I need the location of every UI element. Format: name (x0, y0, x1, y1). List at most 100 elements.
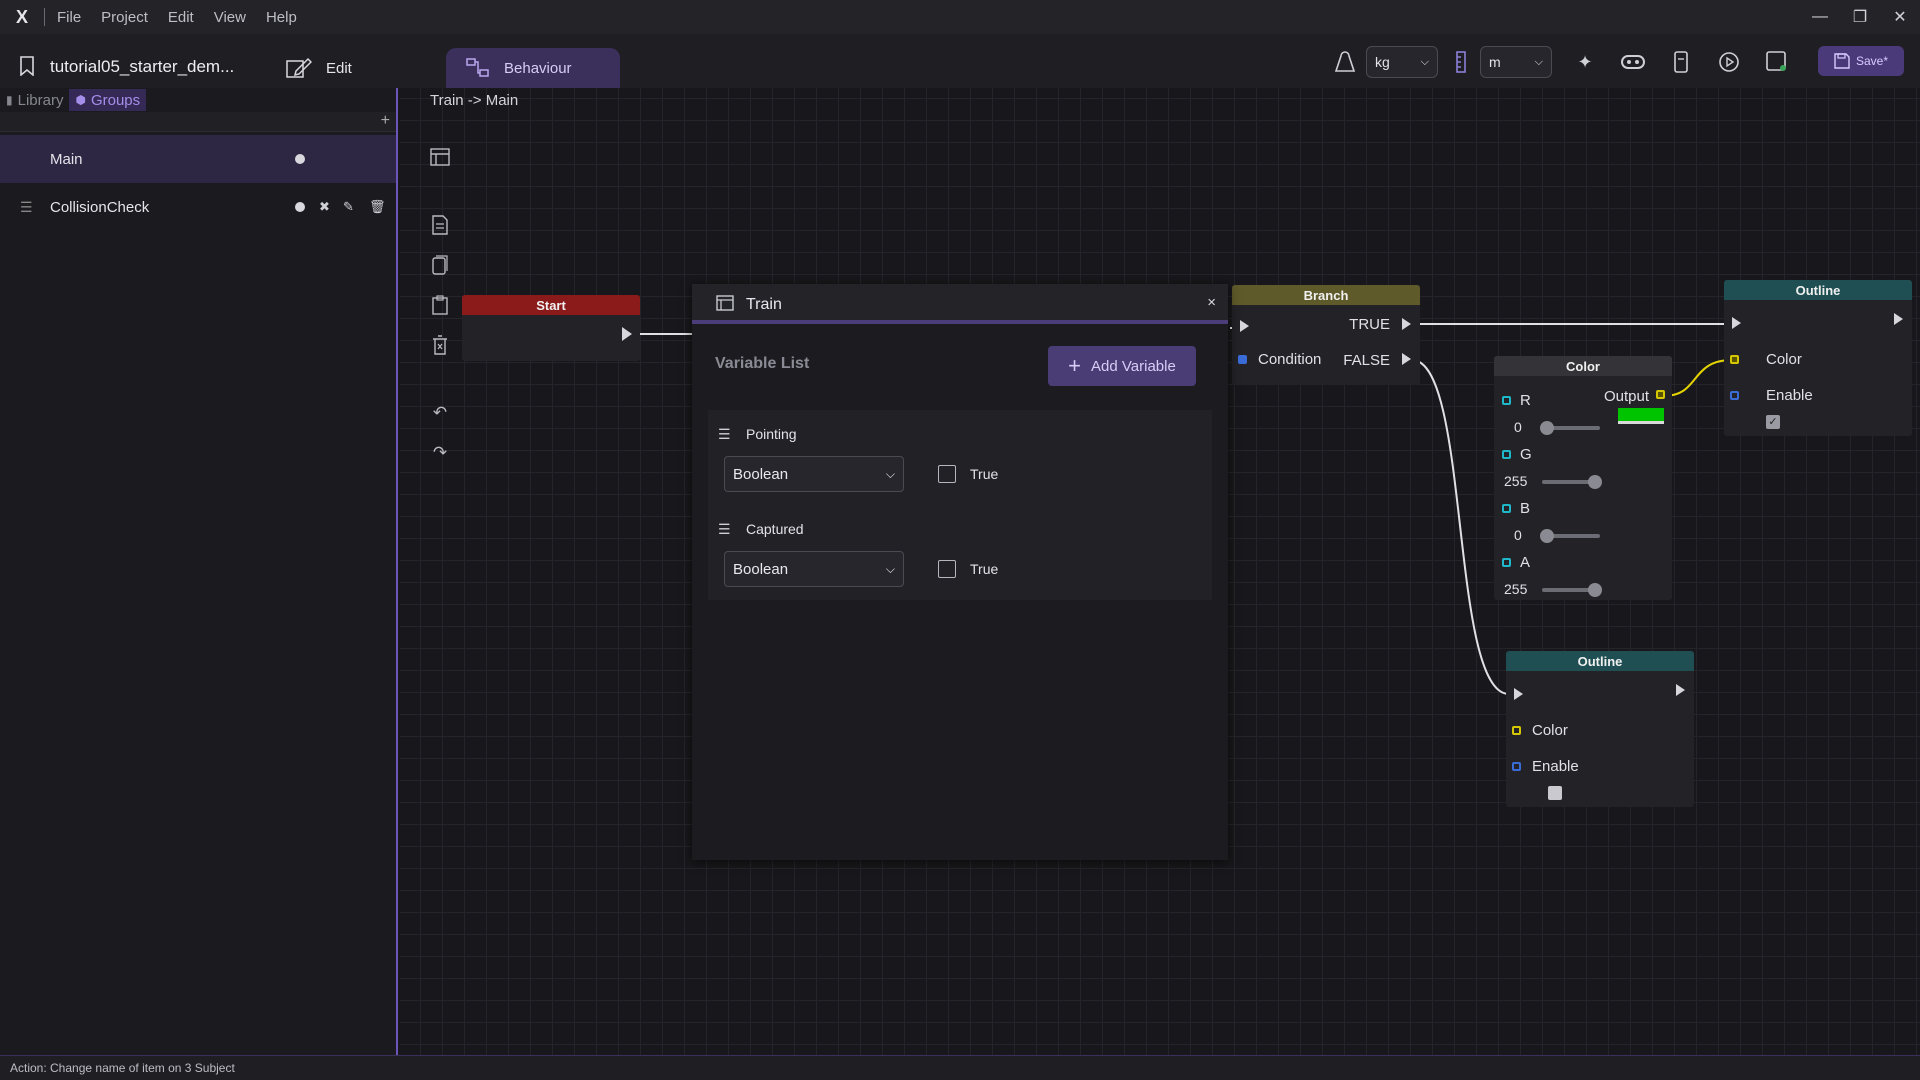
tab-library[interactable]: ▮ Library (0, 89, 69, 111)
menu-file[interactable]: File (57, 8, 82, 26)
color-input-pin[interactable] (1730, 355, 1739, 364)
g-slider[interactable] (1542, 480, 1600, 484)
r-slider-knob[interactable] (1540, 421, 1554, 435)
variable-value-checkbox[interactable] (938, 465, 956, 483)
a-value: 255 (1504, 581, 1528, 597)
copy-icon[interactable] (429, 254, 451, 276)
save-icon (1834, 53, 1850, 69)
minimize-icon[interactable]: — (1812, 8, 1828, 25)
length-unit-value: m (1489, 54, 1501, 70)
tab-groups[interactable]: ⬢ Groups (69, 89, 147, 111)
delete-icon[interactable] (429, 334, 451, 356)
variable-value-checkbox[interactable] (938, 560, 956, 578)
edit-label: Edit (326, 59, 352, 77)
close-window-icon[interactable]: ✕ (1893, 9, 1907, 26)
save-button[interactable]: Save* (1818, 46, 1904, 76)
drag-handle-icon[interactable]: ☰ (20, 198, 33, 215)
a-label: A (1520, 554, 1531, 571)
group-item-collisioncheck[interactable]: ☰ CollisionCheck ✖ ✎ 🗑 (0, 183, 396, 231)
play-icon[interactable] (1714, 49, 1744, 75)
groups-icon: ⬢ (75, 93, 86, 107)
enable-checkbox[interactable]: ✓ (1766, 415, 1780, 429)
variables-icon[interactable] (429, 146, 451, 168)
drag-handle-icon[interactable]: ☰ (718, 521, 731, 537)
redo-icon[interactable]: ↷ (432, 443, 448, 462)
exec-true-pin[interactable] (1402, 318, 1411, 330)
bookmark-icon[interactable] (20, 56, 34, 76)
color-input-pin[interactable] (1512, 726, 1521, 735)
add-variable-button[interactable]: + Add Variable (1048, 346, 1196, 386)
tab-behaviour[interactable]: Behaviour (446, 48, 620, 88)
enable-input-pin[interactable] (1730, 391, 1739, 400)
node-color[interactable]: Color R 0 Output G 255 B 0 A 255 (1494, 356, 1672, 600)
b-pin[interactable] (1502, 504, 1511, 513)
g-pin[interactable] (1502, 450, 1511, 459)
exec-in-pin[interactable] (1240, 320, 1249, 332)
branch-true-label: TRUE (1349, 316, 1390, 333)
node-start[interactable]: Start (462, 295, 640, 361)
g-value: 255 (1504, 473, 1528, 489)
node-branch[interactable]: Branch TRUE Condition FALSE (1232, 285, 1420, 385)
document-icon[interactable] (429, 214, 451, 236)
node-outline-title: Outline (1506, 651, 1694, 671)
vr-headset-icon[interactable] (1618, 49, 1648, 75)
close-icon[interactable]: ✖ (319, 199, 330, 214)
phone-icon[interactable] (1666, 49, 1696, 75)
b-slider-knob[interactable] (1540, 529, 1554, 543)
node-outline-top[interactable]: Outline Color Enable ✓ (1724, 280, 1912, 436)
a-slider[interactable] (1542, 588, 1600, 592)
enable-checkbox[interactable] (1548, 786, 1562, 800)
sidebar-toolbar: + (0, 112, 396, 132)
variable-name[interactable]: Captured (746, 521, 804, 537)
restore-icon[interactable]: ❐ (1852, 9, 1868, 26)
status-dot-icon (295, 154, 305, 164)
r-slider[interactable] (1542, 426, 1600, 430)
exec-in-pin[interactable] (1732, 317, 1741, 329)
sidebar: ▮ Library ⬢ Groups + Main ☰ CollisionChe… (0, 88, 398, 1055)
pencil-icon[interactable]: ✎ (343, 199, 354, 214)
menu-project[interactable]: Project (101, 8, 148, 26)
mass-unit-select[interactable]: kg ⌵ (1366, 46, 1438, 78)
exec-out-pin[interactable] (1676, 684, 1685, 696)
a-slider-knob[interactable] (1588, 583, 1602, 597)
behaviour-label: Behaviour (504, 59, 572, 77)
undo-icon[interactable]: ↶ (432, 403, 448, 422)
exec-out-pin[interactable] (622, 327, 632, 341)
sparkle-icon[interactable]: ✦ (1577, 51, 1593, 72)
variable-name[interactable]: Pointing (746, 426, 797, 442)
node-outline-bottom[interactable]: Outline Color Enable (1506, 651, 1694, 807)
behaviour-icon (466, 58, 489, 77)
exec-out-pin[interactable] (1894, 313, 1903, 325)
close-icon[interactable]: × (1207, 294, 1216, 311)
publish-icon[interactable] (1762, 49, 1792, 75)
a-pin[interactable] (1502, 558, 1511, 567)
r-label: R (1520, 392, 1531, 409)
g-label: G (1520, 446, 1532, 463)
b-slider[interactable] (1542, 534, 1600, 538)
trash-icon[interactable]: 🗑 (369, 199, 386, 214)
panel-title: Train (746, 296, 782, 313)
length-unit-select[interactable]: m ⌵ (1480, 46, 1552, 78)
menu-help[interactable]: Help (265, 8, 297, 26)
exec-false-pin[interactable] (1402, 353, 1411, 365)
group-name: Main (50, 150, 83, 168)
status-dot-icon (295, 202, 305, 212)
menu-view[interactable]: View (213, 8, 246, 26)
variable-type-select[interactable]: Boolean ⌵ (724, 551, 904, 587)
add-group-button[interactable]: + (380, 112, 390, 129)
branch-false-label: FALSE (1343, 352, 1390, 369)
variable-type-select[interactable]: Boolean ⌵ (724, 456, 904, 492)
g-slider-knob[interactable] (1588, 475, 1602, 489)
menu-edit[interactable]: Edit (167, 8, 194, 26)
output-pin[interactable] (1656, 390, 1665, 399)
paste-icon[interactable] (429, 294, 451, 316)
drag-handle-icon[interactable]: ☰ (718, 426, 731, 442)
r-pin[interactable] (1502, 396, 1511, 405)
edit-button[interactable]: Edit (286, 50, 352, 86)
exec-in-pin[interactable] (1514, 688, 1523, 700)
group-item-main[interactable]: Main (0, 135, 396, 183)
variable-type-value: Boolean (733, 560, 789, 578)
outline-enable-label: Enable (1532, 758, 1579, 775)
condition-pin[interactable] (1238, 355, 1247, 364)
enable-input-pin[interactable] (1512, 762, 1521, 771)
